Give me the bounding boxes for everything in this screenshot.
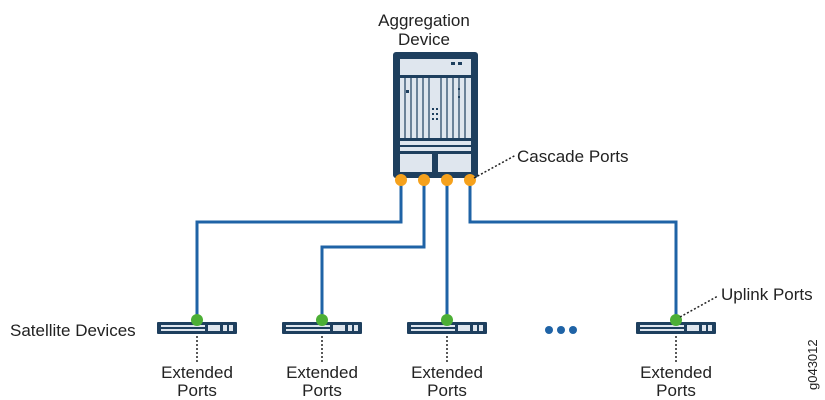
chassis-bar-2 (400, 147, 471, 151)
extended-ports-3-line2: Ports (427, 381, 467, 400)
uplink-ports-label: Uplink Ports (721, 285, 813, 304)
chassis-bar-1 (400, 141, 471, 145)
cascade-links (195, 180, 678, 320)
cascade-ports (395, 174, 476, 186)
satellite-devices-label: Satellite Devices (10, 321, 136, 340)
chassis-bay-right (438, 154, 471, 172)
uplink-port-4 (670, 314, 682, 326)
uplink-ports (191, 314, 682, 326)
uplink-ports-leader (679, 295, 719, 318)
figure-id: g043012 (805, 339, 820, 390)
satellite-device-2 (282, 322, 362, 334)
cascade-ports-label: Cascade Ports (517, 147, 629, 166)
link-satellite-2 (320, 180, 426, 320)
extended-ports-4-line1: Extended (640, 363, 712, 382)
cascade-port-4 (464, 174, 476, 186)
extended-ports-leaders (196, 336, 677, 362)
cascade-port-3 (441, 174, 453, 186)
extended-ports-2-line2: Ports (302, 381, 342, 400)
aggregation-device-label-line2: Device (398, 30, 450, 49)
extended-ports-2-line1: Extended (286, 363, 358, 382)
uplink-port-2 (316, 314, 328, 326)
chassis-bay-left (400, 154, 432, 172)
chassis-top-panel (400, 59, 471, 75)
satellite-device-4 (636, 322, 716, 334)
link-satellite-1 (195, 180, 403, 320)
aggregation-device-label-line1: Aggregation (378, 11, 470, 30)
cascade-ports-leader (473, 154, 517, 179)
more-satellites-ellipsis (545, 326, 577, 334)
extended-ports-1-line2: Ports (177, 381, 217, 400)
extended-ports-labels: Extended Ports Extended Ports Extended P… (161, 363, 712, 400)
cascade-port-1 (395, 174, 407, 186)
link-satellite-4 (468, 180, 678, 320)
cascade-port-2 (418, 174, 430, 186)
uplink-port-3 (441, 314, 453, 326)
extended-ports-3-line1: Extended (411, 363, 483, 382)
satellite-device-3 (407, 322, 487, 334)
uplink-port-1 (191, 314, 203, 326)
satellite-device-1 (157, 322, 237, 334)
line-card-leds (406, 88, 460, 120)
extended-ports-4-line2: Ports (656, 381, 696, 400)
aggregation-device (393, 52, 478, 178)
extended-ports-1-line1: Extended (161, 363, 233, 382)
